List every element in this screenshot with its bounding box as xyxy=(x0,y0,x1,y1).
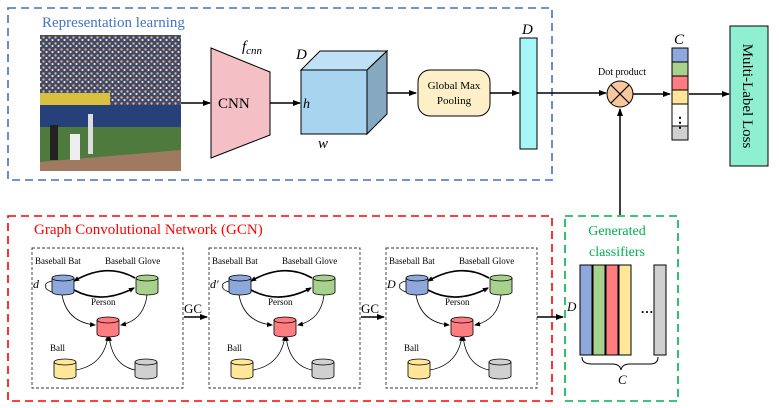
pooling-label-line1: Global Max xyxy=(428,80,481,92)
classifiers-title-line2: classifiers xyxy=(589,245,645,260)
node-label-baseball-glove: Baseball Glove xyxy=(459,256,514,266)
node-dim-label: d xyxy=(33,277,40,291)
node-other xyxy=(488,358,512,380)
node-ball xyxy=(230,358,254,380)
node-baseball-bat xyxy=(228,274,252,296)
output-dots: ⋮ xyxy=(673,116,687,131)
cnn-block xyxy=(210,47,271,159)
node-label-baseball-bat: Baseball Bat xyxy=(389,256,435,266)
dot-product-label: Dot product xyxy=(598,67,646,78)
node-ball xyxy=(53,358,77,380)
classifiers-box xyxy=(564,215,679,402)
node-label-ball: Ball xyxy=(227,343,242,353)
classifier-column xyxy=(579,264,593,356)
gc-label-2: GC xyxy=(361,301,379,316)
output-cell xyxy=(671,47,689,63)
output-cell xyxy=(671,125,689,141)
classifier-column xyxy=(618,264,632,356)
node-other xyxy=(311,358,335,380)
cnn-label: CNN xyxy=(218,96,250,112)
feature-width-label: w xyxy=(318,136,328,152)
node-dim-label: d′ xyxy=(210,277,219,291)
representation-learning-title: Representation learning xyxy=(42,15,185,31)
feature-map-cube xyxy=(299,49,389,136)
feature-depth-label: D xyxy=(295,47,307,63)
node-label-baseball-glove: Baseball Glove xyxy=(282,256,337,266)
representation-learning-box xyxy=(7,7,553,181)
node-label-person: Person xyxy=(91,297,116,307)
output-vector xyxy=(671,47,689,141)
gc-label-1: GC xyxy=(184,301,202,316)
classifier-matrix xyxy=(579,264,667,356)
classifier-column xyxy=(653,264,667,356)
output-cell xyxy=(671,89,689,105)
node-label-ball: Ball xyxy=(50,343,65,353)
feature-vector xyxy=(519,37,538,150)
classifier-rows-label: D xyxy=(566,299,577,314)
feature-vector-label: D xyxy=(521,22,533,38)
multi-label-loss-block xyxy=(729,25,769,167)
classifier-brace xyxy=(581,356,659,371)
classifier-column xyxy=(605,264,619,356)
node-baseball-glove xyxy=(312,274,336,296)
node-baseball-bat xyxy=(51,274,75,296)
node-dim-label: D xyxy=(386,277,396,291)
node-label-baseball-bat: Baseball Bat xyxy=(212,256,258,266)
classifier-cols-label: C xyxy=(618,372,627,387)
node-label-baseball-bat: Baseball Bat xyxy=(35,256,81,266)
output-label: C xyxy=(674,32,685,48)
node-other xyxy=(134,358,158,380)
node-label-baseball-glove: Baseball Glove xyxy=(105,256,160,266)
gcn-box xyxy=(7,215,553,402)
node-person xyxy=(450,316,474,338)
node-label-person: Person xyxy=(445,297,470,307)
classifiers-title-line1: Generated xyxy=(588,224,646,239)
output-cell xyxy=(671,75,689,91)
output-cell xyxy=(671,61,689,77)
classifier-dots: ··· xyxy=(640,304,653,319)
node-baseball-glove xyxy=(489,274,513,296)
feature-height-label: h xyxy=(303,97,310,112)
node-person xyxy=(273,316,297,338)
node-ball xyxy=(407,358,431,380)
node-baseball-bat xyxy=(405,274,429,296)
gcn-title: Graph Convolutional Network (GCN) xyxy=(34,222,263,238)
node-label-person: Person xyxy=(268,297,293,307)
classifier-column xyxy=(592,264,606,356)
global-max-pooling-block xyxy=(417,69,491,117)
input-image xyxy=(40,35,181,171)
node-label-ball: Ball xyxy=(404,343,419,353)
cnn-function-label: fcnn xyxy=(242,39,263,57)
node-baseball-glove xyxy=(135,274,159,296)
multi-label-loss-label: Multi-Label Loss xyxy=(739,44,755,149)
node-person xyxy=(96,316,120,338)
pooling-label-line2: Pooling xyxy=(437,95,472,107)
